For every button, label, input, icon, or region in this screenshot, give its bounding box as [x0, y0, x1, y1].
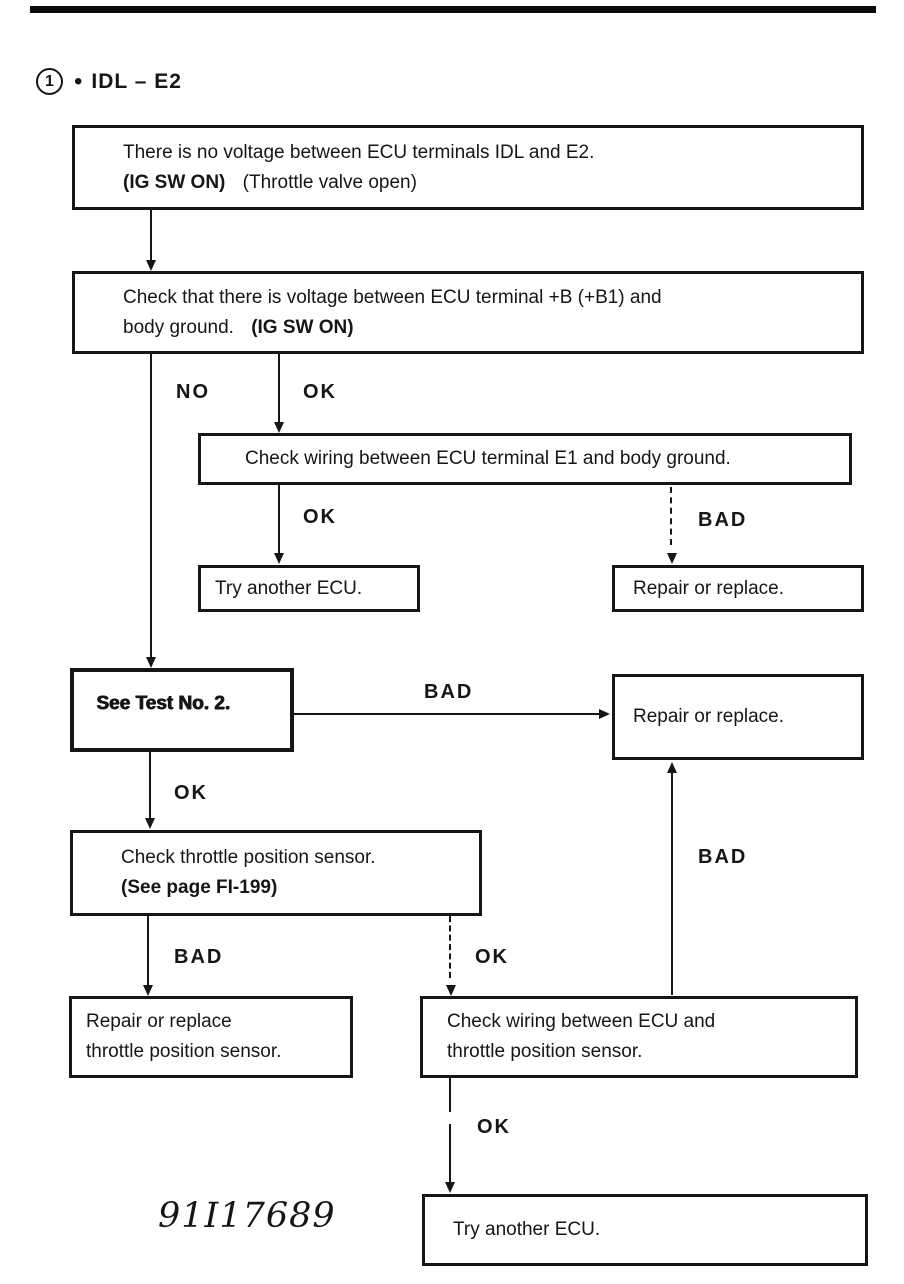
- arrow-down-icon: [274, 553, 284, 564]
- step-number: 1: [45, 72, 54, 90]
- arrow-down-icon: [446, 985, 456, 996]
- connector-line: [150, 210, 152, 260]
- box-text: throttle position sensor.: [86, 1041, 282, 1062]
- arrow-down-icon: [445, 1182, 455, 1193]
- label-ok: OK: [174, 782, 208, 804]
- box-text: Check wiring between ECU and: [447, 1011, 716, 1032]
- label-bad: BAD: [698, 509, 748, 531]
- label-no: NO: [176, 381, 210, 403]
- flow-box-repair-or-replace-2: Repair or replace.: [612, 674, 864, 760]
- flow-box-no-voltage: There is no voltage between ECU terminal…: [72, 125, 864, 210]
- box-text-bold: (IG SW ON): [123, 171, 226, 193]
- arrow-down-icon: [667, 553, 677, 564]
- label-bad: BAD: [174, 946, 224, 968]
- flow-box-check-wiring-tps: Check wiring between ECU and throttle po…: [420, 996, 858, 1078]
- box-text-bold: See Test No. 2.: [96, 693, 230, 714]
- flow-box-repair-tps: Repair or replace throttle position sens…: [69, 996, 353, 1078]
- connector-line-ok: [449, 1124, 451, 1182]
- box-text: Check wiring between ECU terminal E1 and…: [245, 448, 731, 469]
- box-text: Repair or replace: [86, 1011, 232, 1032]
- top-scan-bar: [30, 6, 876, 13]
- connector-line-ok: [278, 485, 280, 553]
- arrow-up-icon: [667, 762, 677, 773]
- arrow-down-icon: [274, 422, 284, 433]
- flow-box-check-voltage: Check that there is voltage between ECU …: [72, 271, 864, 354]
- box-text: Try another ECU.: [215, 577, 363, 599]
- connector-line-bad: [294, 713, 600, 715]
- flow-box-check-tps: Check throttle position sensor. (See pag…: [70, 830, 482, 916]
- connector-line-ok: [449, 1078, 451, 1112]
- section-header: 1 • IDL – E2: [36, 68, 182, 95]
- box-text: Check that there is voltage between ECU …: [123, 286, 662, 308]
- box-text: Try another ECU.: [453, 1219, 601, 1240]
- arrow-down-icon: [145, 818, 155, 829]
- connector-dashed-ok: [449, 916, 451, 978]
- connector-line-bad: [147, 916, 149, 987]
- connector-line-bad-up: [671, 773, 673, 995]
- box-text-bold: (IG SW ON): [251, 316, 354, 338]
- flow-box-see-test: See Test No. 2.: [70, 668, 294, 752]
- flow-box-repair-or-replace-1: Repair or replace.: [612, 565, 864, 612]
- label-bad: BAD: [698, 846, 748, 868]
- page-title: IDL – E2: [91, 69, 182, 93]
- connector-line-ok: [278, 354, 280, 422]
- box-text: Check throttle position sensor.: [121, 847, 376, 868]
- box-text-bold: (See page FI-199): [121, 877, 278, 898]
- box-text: throttle position sensor.: [447, 1041, 643, 1062]
- label-ok: OK: [303, 381, 337, 403]
- label-bad: BAD: [424, 681, 474, 703]
- step-number-badge: 1: [36, 68, 63, 95]
- bullet-icon: •: [74, 67, 83, 95]
- flow-box-check-e1-wiring: Check wiring between ECU terminal E1 and…: [198, 433, 852, 485]
- label-ok: OK: [303, 506, 337, 528]
- connector-line-ok: [149, 752, 151, 818]
- figure-number: 91I17689: [158, 1196, 336, 1236]
- flow-box-try-another-ecu-1: Try another ECU.: [198, 565, 420, 612]
- flow-box-try-another-ecu-2: Try another ECU.: [422, 1194, 868, 1266]
- box-text: (Throttle valve open): [242, 171, 417, 193]
- connector-line-no: [150, 354, 152, 657]
- arrow-right-icon: [599, 709, 610, 719]
- connector-dashed-bad: [670, 487, 672, 545]
- arrow-down-icon: [146, 260, 156, 271]
- box-text: Repair or replace.: [633, 706, 785, 727]
- arrow-down-icon: [146, 657, 156, 668]
- box-text: There is no voltage between ECU terminal…: [123, 141, 595, 163]
- label-ok: OK: [475, 946, 509, 968]
- arrow-down-icon: [143, 985, 153, 996]
- label-ok: OK: [477, 1116, 511, 1138]
- box-text: Repair or replace.: [633, 577, 785, 599]
- box-text: body ground.: [123, 316, 234, 338]
